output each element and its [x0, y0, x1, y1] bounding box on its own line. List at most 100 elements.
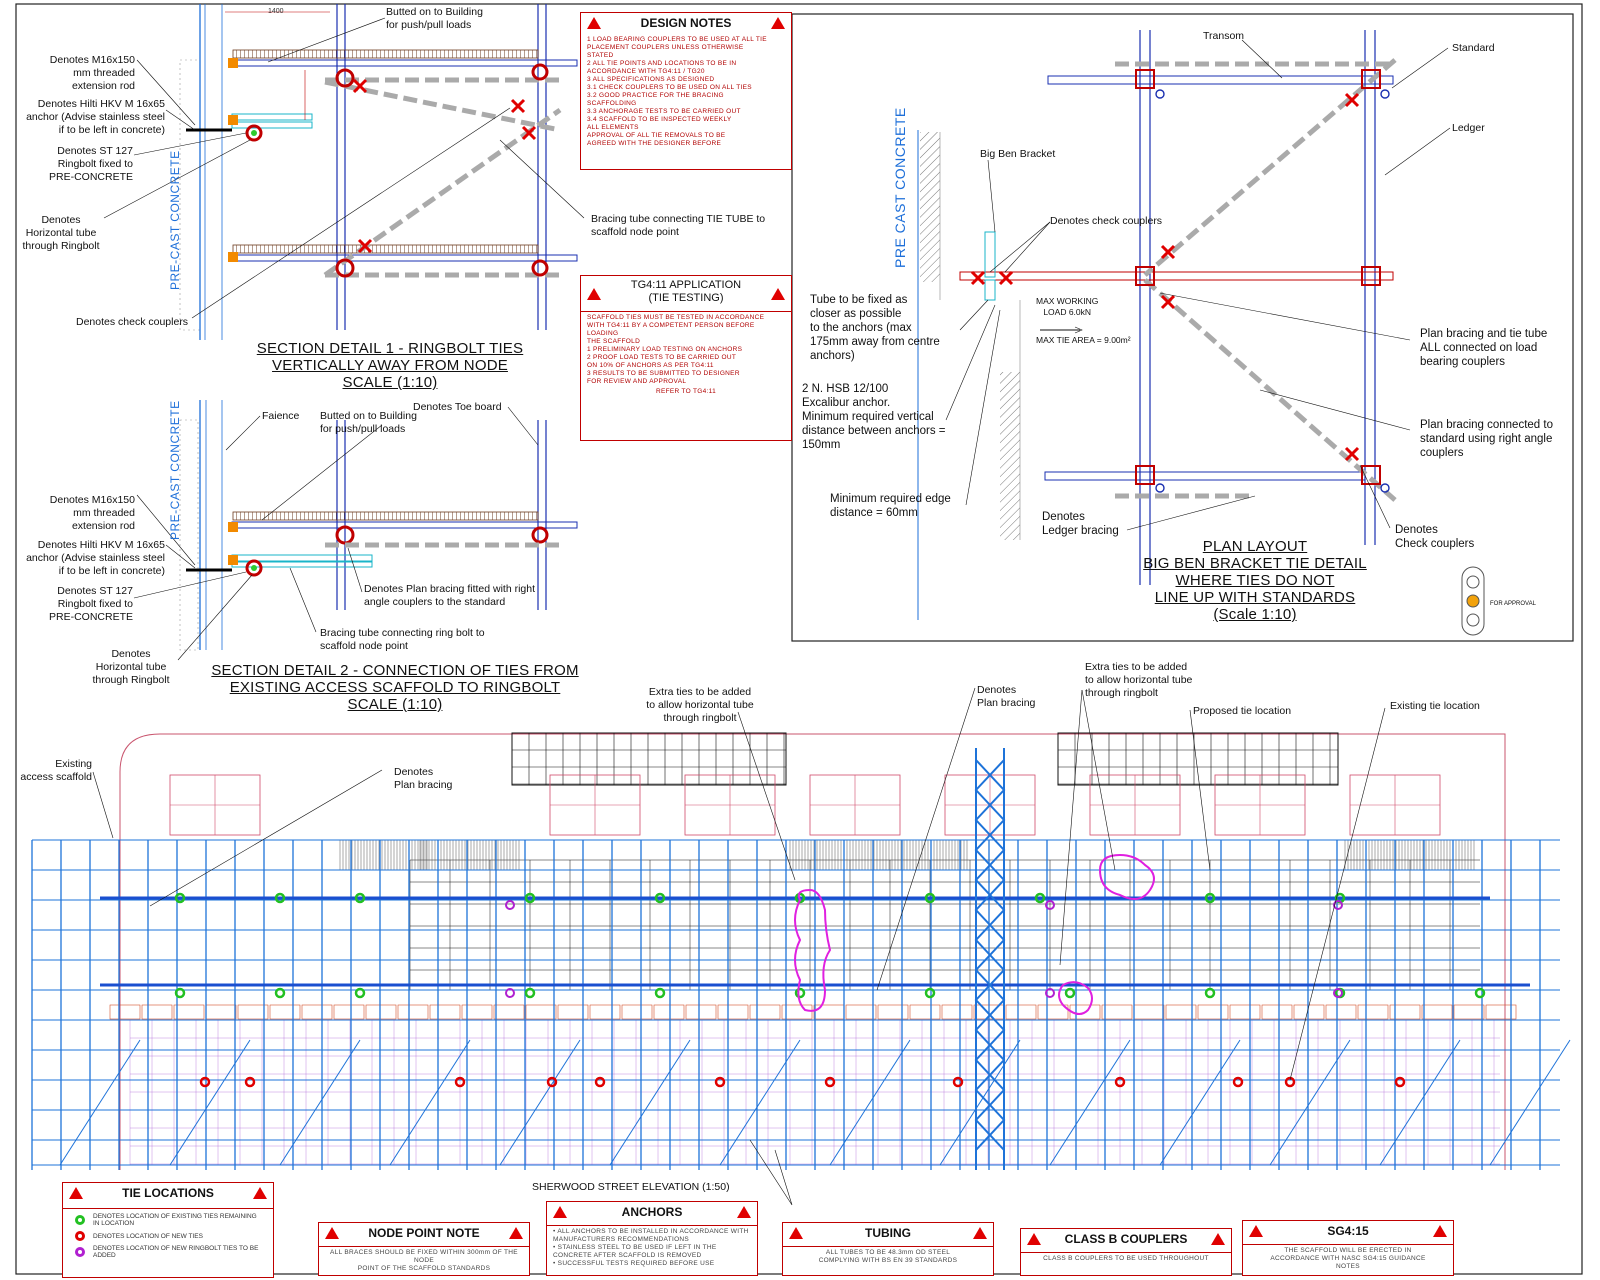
- scaffold-brace: [389, 1039, 471, 1166]
- section1-st127-label: Denotes ST 127 Ringbolt fixed to PRE-CON…: [48, 145, 133, 183]
- tubing-body: ALL TUBES TO BE 48.3mm OD STEEL COMPLYIN…: [818, 1249, 958, 1264]
- elev-extra1-label: Extra ties to be added to allow horizont…: [646, 686, 754, 724]
- plan-title: PLAN LAYOUT BIG BEN BRACKET TIE DETAIL W…: [1143, 538, 1367, 623]
- tg411-body: SCAFFOLD TIES MUST BE TESTED IN ACCORDAN…: [581, 311, 791, 388]
- new-tie-marker: [244, 1076, 256, 1088]
- existing-tie-marker: [924, 987, 936, 999]
- new-tie-marker: [594, 1076, 606, 1088]
- existing-tie-marker: [1204, 987, 1216, 999]
- existing-tie-legend-icon: [75, 1215, 85, 1225]
- existing-tie-marker: [354, 892, 366, 904]
- new-tie-marker: [1394, 1076, 1406, 1088]
- plan-approval-label: FOR APPROVAL: [1490, 601, 1536, 607]
- existing-tie-marker: [274, 892, 286, 904]
- node-point-title: NODE POINT NOTE: [368, 1226, 480, 1240]
- sg415-box: SG4:15 THE SCAFFOLD WILL BE ERECTED IN A…: [1242, 1220, 1454, 1276]
- ringbolt-tie-legend-icon: [75, 1247, 85, 1257]
- elevation-scaffold: [31, 839, 1571, 1170]
- scaffold-brace: [169, 1039, 251, 1166]
- plan-check-label: Denotes check couplers: [1050, 215, 1163, 227]
- plan-maxload-label: MAX WORKING LOAD 6.0kN: [1036, 296, 1099, 317]
- anchors-title: ANCHORS: [621, 1205, 683, 1219]
- elevation-title: SHERWOOD STREET ELEVATION (1:50): [532, 1181, 730, 1193]
- scaffold-brace: [719, 1039, 801, 1166]
- scaffold-brace: [1049, 1039, 1131, 1166]
- section2-st127-label: Denotes ST 127 Ringbolt fixed to PRE-CON…: [48, 585, 133, 623]
- section1-dim: 1400: [268, 8, 284, 15]
- plan-precast-label: PRE CAST CONCRETE: [892, 107, 908, 268]
- section1-m16-label: Denotes M16x150 mm threaded extension ro…: [49, 54, 135, 92]
- new-tie-marker: [1284, 1076, 1296, 1088]
- tie-legend-row-2: DENOTES LOCATION OF NEW TIES: [93, 1232, 203, 1240]
- tubing-title: TUBING: [865, 1226, 911, 1240]
- ringbolt-tie-marker: [1333, 988, 1343, 998]
- existing-tie-marker: [924, 892, 936, 904]
- scaffold-brace: [1159, 1039, 1241, 1166]
- section1-horiz-label: Denotes Horizontal tube through Ringbolt: [22, 214, 100, 252]
- elevation-grid: [109, 733, 1517, 1165]
- existing-tie-marker: [174, 987, 186, 999]
- plan-frame: [791, 13, 1574, 642]
- section2-planbracing-label: Denotes Plan bracing fitted with right a…: [364, 583, 536, 608]
- elev-existingtie-label: Existing tie location: [1390, 700, 1480, 712]
- design-notes-box: DESIGN NOTES 1 LOAD BEARING COUPLERS TO …: [580, 12, 792, 170]
- scaffold-brace: [609, 1039, 691, 1166]
- ringbolt-tie-marker: [1045, 900, 1055, 910]
- classb-title: CLASS B COUPLERS: [1064, 1232, 1188, 1246]
- new-tie-marker: [824, 1076, 836, 1088]
- existing-tie-marker: [794, 987, 806, 999]
- section2-toeboard-label: Denotes Toe board: [413, 401, 502, 413]
- existing-tie-marker: [1034, 892, 1046, 904]
- elevation-ties: [174, 892, 1486, 1088]
- scaffold-brace: [939, 1039, 1021, 1166]
- scaffold-brace: [279, 1039, 361, 1166]
- ringbolt-tie-marker: [1333, 900, 1343, 910]
- new-tie-marker: [1114, 1076, 1126, 1088]
- plan-scaffold: [959, 30, 1397, 585]
- plan-bracing-label: Plan bracing and tie tube ALL connected …: [1420, 328, 1548, 368]
- plan-transom-label: Transom: [1203, 30, 1245, 42]
- section1-check-label: Denotes check couplers: [76, 316, 189, 328]
- tie-legend-row-1: DENOTES LOCATION OF EXISTING TIES REMAIN…: [93, 1213, 257, 1227]
- plan-standard-label: Standard: [1452, 42, 1495, 54]
- ringbolt-tie-marker: [505, 988, 515, 998]
- scaffold-brace: [499, 1039, 581, 1166]
- elev-extra2-label: Extra ties to be added to allow horizont…: [1085, 661, 1193, 699]
- existing-tie-marker: [354, 987, 366, 999]
- existing-tie-marker: [174, 892, 186, 904]
- approval-indicator: [1461, 566, 1485, 636]
- plan-check2-label: Denotes Check couplers: [1395, 524, 1475, 550]
- scaffold-brace: [1269, 1039, 1351, 1166]
- plan-tube-label: Tube to be fixed as closer as possible t…: [810, 294, 940, 362]
- plan-hsb-label: 2 N. HSB 12/100 Excalibur anchor. Minimu…: [802, 383, 946, 451]
- elev-proposed-label: Proposed tie location: [1193, 705, 1292, 717]
- section1-check-markers: [352, 78, 537, 254]
- elevation-tower: [974, 748, 1006, 1170]
- plan-check-markers: [970, 92, 1360, 462]
- ringbolt-tie-marker: [1045, 988, 1055, 998]
- tie-locations-box: TIE LOCATIONS DENOTES LOCATION OF EXISTI…: [62, 1182, 274, 1278]
- section1-bracing-label: Bracing tube connecting TIE TUBE to scaf…: [591, 213, 766, 238]
- new-tie-marker: [952, 1076, 964, 1088]
- section1-precast-label: PRE-CAST CONCRETE: [168, 150, 182, 290]
- section2-bracing-label: Bracing tube connecting ring bolt to sca…: [320, 627, 485, 652]
- tubing-box: TUBING ALL TUBES TO BE 48.3mm OD STEEL C…: [782, 1222, 994, 1276]
- plan-maxarea-label: MAX TIE AREA = 9.00m²: [1036, 335, 1131, 345]
- sg415-title: SG4:15: [1327, 1224, 1369, 1238]
- existing-tie-marker: [1204, 892, 1216, 904]
- section2-horiz-label: Denotes Horizontal tube through Ringbolt: [92, 648, 170, 686]
- section1-butted-label: Butted on to Building for push/pull load…: [386, 6, 483, 31]
- section1-boards: [225, 11, 578, 262]
- node-point-body: ALL BRACES SHOULD BE FIXED WITHIN 300mm …: [330, 1249, 518, 1272]
- revision-clouds: [794, 853, 1155, 1015]
- section2-butted-label: Butted on to Building for push/pull load…: [320, 410, 417, 435]
- anchors-box: ANCHORS • ALL ANCHORS TO BE INSTALLED IN…: [546, 1201, 758, 1276]
- plan-bracing2-label: Plan bracing connected to standard using…: [1420, 419, 1553, 459]
- section2-standards: [186, 420, 578, 610]
- elev-planbracing2-label: Denotes Plan bracing: [977, 684, 1036, 709]
- plan-ledger-label: Ledger: [1452, 122, 1485, 134]
- section1-couplers: [245, 63, 549, 278]
- design-notes-title: DESIGN NOTES: [640, 16, 732, 30]
- plan-ledgerbracing-label: Denotes Ledger bracing: [1042, 511, 1119, 537]
